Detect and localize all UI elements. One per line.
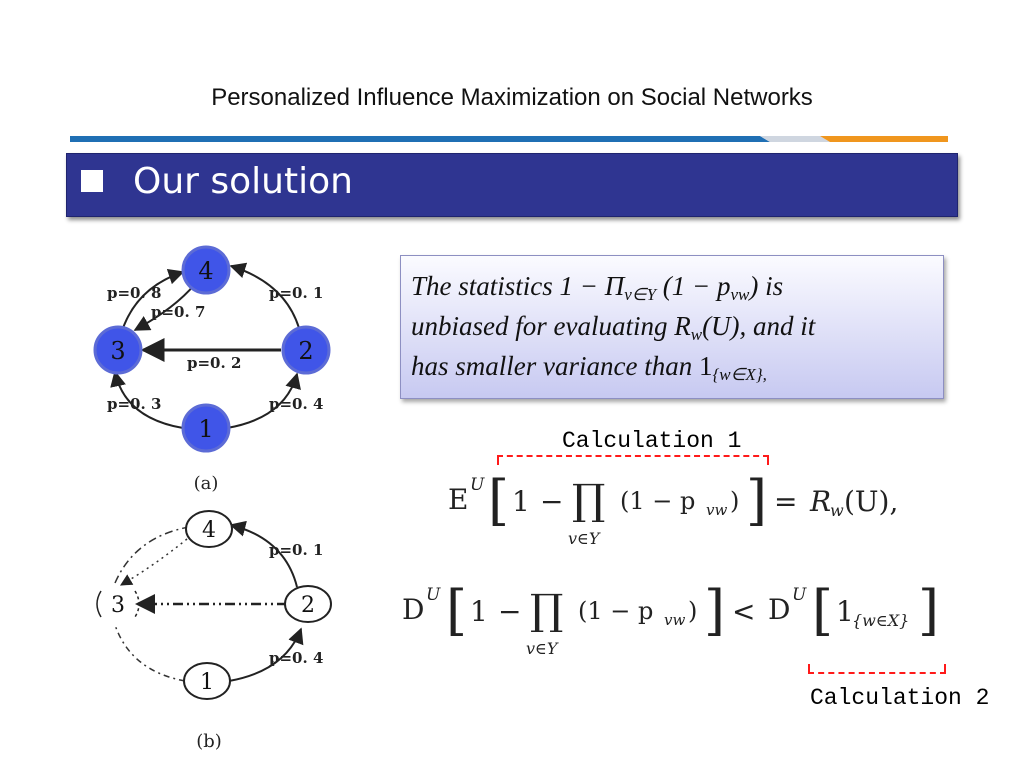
svg-text:2: 2 — [298, 337, 313, 365]
section-title: Our solution — [133, 161, 353, 202]
edge-3-4 — [114, 526, 190, 584]
label-e23: p=0. 2 — [187, 354, 241, 372]
label-e24: p=0. 1 — [269, 284, 323, 302]
svg-text:2: 2 — [301, 593, 315, 618]
calculation-1-label: Calculation 1 — [562, 428, 742, 454]
edge-1-3 — [114, 624, 186, 682]
svg-text:1: 1 — [200, 670, 214, 695]
label-e13: p=0. 3 — [107, 395, 161, 413]
edge-4-3 — [119, 538, 188, 586]
diagram-b: 4 3 2 1 p=0. 1 p=0. 4 (b) — [96, 510, 332, 752]
edge-1-2 — [228, 627, 304, 682]
formula-expectation: E U [ 1 − ∏ v∈Y (1 − p vw ) ] = R w (U), — [448, 469, 899, 548]
label-e24: p=0. 1 — [269, 541, 323, 559]
statement-line-3: has smaller variance than 1{w∈X}, — [411, 351, 767, 384]
node-1: 1 — [183, 662, 231, 700]
edge-1-3 — [110, 370, 184, 429]
caption-b: (b) — [196, 731, 222, 752]
node-3: 3 — [93, 325, 143, 375]
label-e12: p=0. 4 — [269, 395, 323, 413]
svg-text:3: 3 — [110, 337, 125, 365]
calculation-1-bracket — [497, 455, 769, 465]
statement-line-2: unbiased for evaluating Rw(U), and it — [411, 311, 816, 344]
edge-1-2 — [226, 372, 301, 429]
statement-line-1: The statistics 1 − Πv∈Y (1 − pvw) is — [411, 271, 784, 304]
node-3: 3 — [96, 590, 140, 618]
formula-variance: D U [ 1 − ∏ v∈Y (1 − p vw ) ] < D U [ 1 … — [402, 579, 940, 658]
svg-text:4: 4 — [202, 518, 216, 543]
svg-text:4: 4 — [198, 257, 213, 285]
svg-text:1: 1 — [198, 415, 213, 443]
svg-text:3: 3 — [111, 593, 125, 618]
node-2: 2 — [281, 325, 331, 375]
page-title: Personalized Influence Maximization on S… — [211, 84, 813, 111]
node-2: 2 — [284, 585, 332, 623]
statement-box: The statistics 1 − Πv∈Y (1 − pvw) is unb… — [400, 255, 944, 399]
label-e34: p=0. 8 — [107, 284, 161, 302]
diagram-a: 4 3 2 1 p=0. 8 p=0. 7 p=0. 1 p=0. 2 p=0.… — [93, 245, 331, 494]
node-4: 4 — [181, 245, 231, 295]
caption-a: (a) — [194, 473, 219, 494]
edge-3-4 — [120, 268, 185, 335]
node-1: 1 — [181, 403, 231, 453]
edge-2-4 — [229, 262, 300, 329]
label-e12: p=0. 4 — [269, 649, 323, 667]
edge-2-4 — [229, 520, 298, 588]
label-e43: p=0. 7 — [151, 303, 205, 321]
bullet-square-icon — [81, 170, 103, 192]
header-rule — [70, 136, 948, 142]
calculation-2-bracket — [808, 664, 946, 674]
node-4: 4 — [185, 510, 233, 548]
section-banner: Our solution — [66, 153, 958, 217]
calculation-2-label: Calculation 2 — [810, 685, 990, 711]
